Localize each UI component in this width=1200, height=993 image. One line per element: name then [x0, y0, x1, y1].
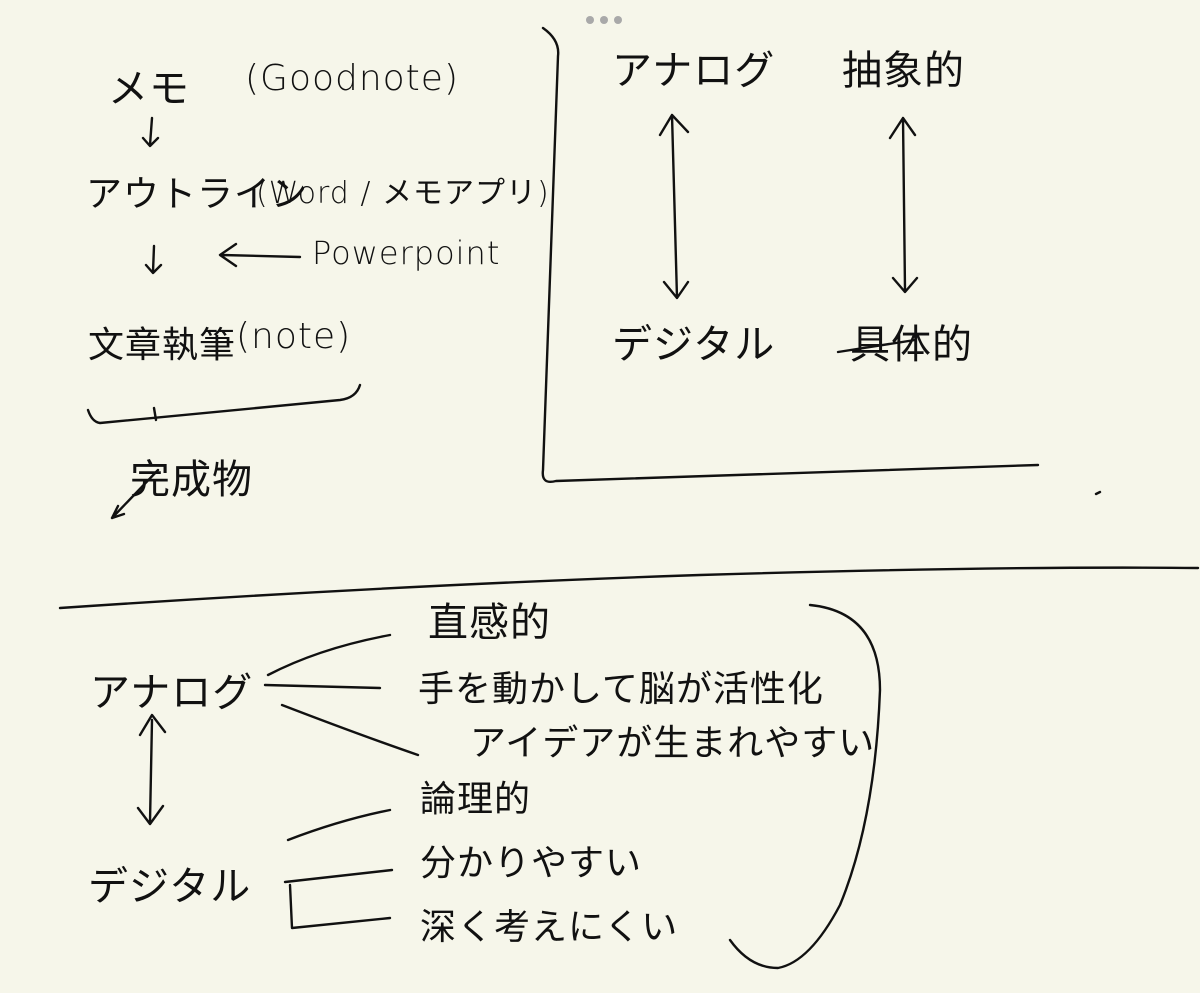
- analog-point-intuitive: 直感的: [428, 600, 551, 646]
- stroke-branch-analog-3: [280, 703, 420, 757]
- stroke-brace-tick: [152, 406, 158, 422]
- outline-app-label: (Word / メモアプリ): [256, 176, 550, 211]
- digital-point-logical: 論理的: [420, 779, 532, 820]
- quadrant-digital-label: デジタル: [612, 322, 776, 368]
- stroke-branch-digital-2: [283, 868, 394, 884]
- memo-label: メモ: [108, 66, 190, 112]
- stroke-branch-analog-1: [266, 633, 392, 677]
- stroke-branch-analog-2: [263, 683, 382, 690]
- more-dots-icon[interactable]: [586, 14, 626, 26]
- quadrant-analog-label: アナログ: [612, 48, 776, 94]
- quadrant-concrete-label: 具体的: [850, 322, 973, 368]
- analog-point-brain: 手を動かして脳が活性化: [418, 669, 824, 710]
- stroke-divider: [58, 566, 1200, 610]
- stroke-arrow-product: [110, 468, 160, 520]
- stroke-branch-digital-3: [288, 883, 392, 930]
- writing-app-label: (note): [236, 316, 352, 357]
- stroke-dot: [1094, 490, 1102, 496]
- stroke-arrow-abstract-concrete: [888, 116, 919, 294]
- stroke-arrow-memo-outline: [141, 116, 160, 148]
- stroke-brace-workflow: [86, 383, 362, 425]
- stroke-big-brace: [728, 603, 882, 970]
- analog-point-ideas: アイデアが生まれやすい: [470, 723, 876, 764]
- digital-point-shallow: 深く考えにくい: [420, 907, 679, 948]
- stroke-strike-concrete: [836, 338, 917, 354]
- stroke-arrow-outline-writing: [144, 244, 163, 275]
- comparison-analog-label: アナログ: [90, 670, 254, 716]
- quadrant-abstract-label: 抽象的: [842, 48, 965, 94]
- comparison-digital-label: デジタル: [88, 864, 252, 910]
- digital-point-clear: 分かりやすい: [420, 843, 643, 884]
- stroke-branch-digital-1: [286, 808, 392, 842]
- memo-app-label: (Goodnote): [245, 58, 459, 99]
- product-label: 完成物: [130, 457, 253, 503]
- outline-label: アウトライン: [86, 174, 309, 215]
- writing-label: 文章執筆: [88, 325, 237, 366]
- stroke-arrow-analog-digital: [658, 113, 690, 300]
- powerpoint-label: Powerpoint: [312, 234, 501, 272]
- stroke-arrow-bottom: [136, 713, 167, 826]
- stroke-arrow-powerpoint: [218, 242, 302, 268]
- stroke-quadrant-frame: [541, 26, 1040, 484]
